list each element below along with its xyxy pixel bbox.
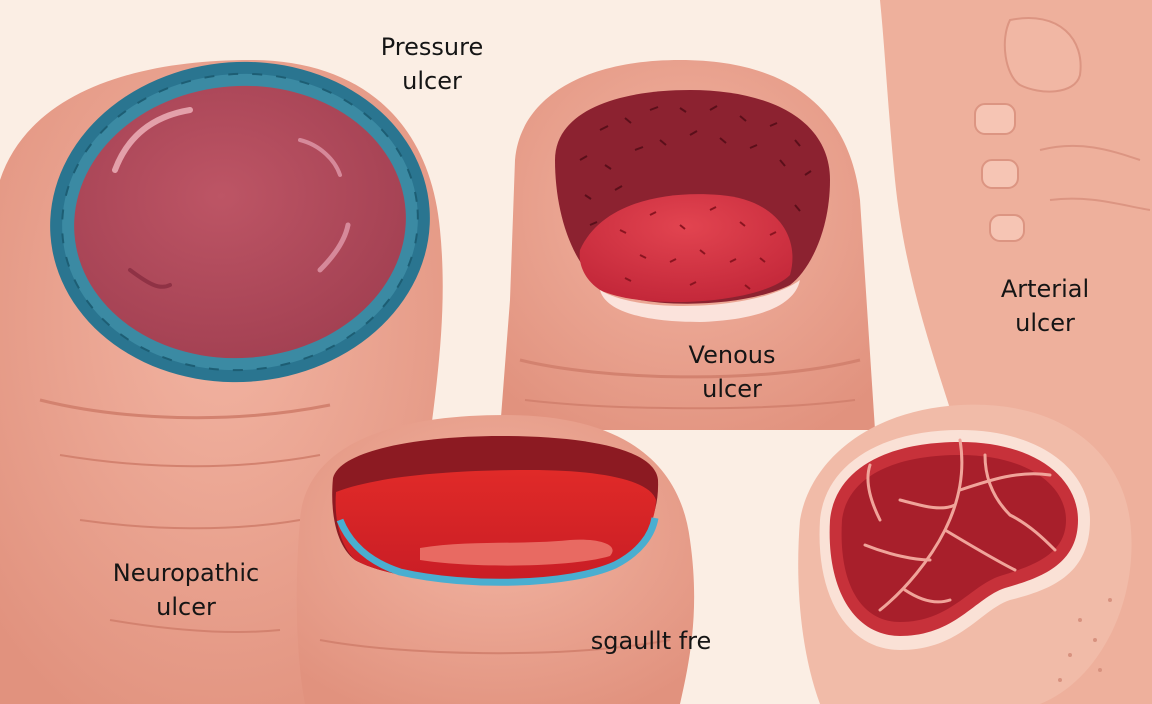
pressure-ulcer-label: Pressure ulcer bbox=[352, 30, 512, 98]
neuropathic-ulcer-label-line1: Neuropathic bbox=[112, 559, 260, 587]
toenail-1 bbox=[974, 103, 1016, 135]
arterial-ulcer-label: Arterial ulcer bbox=[965, 272, 1125, 340]
venous-ulcer-label-line2: ulcer bbox=[702, 375, 762, 403]
venous-base-texture bbox=[619, 206, 777, 290]
venous-ulcer-label: Venous ulcer bbox=[652, 338, 812, 406]
toenail-2 bbox=[981, 159, 1019, 189]
garbled-label-text: sgaullt fre bbox=[590, 627, 712, 655]
venous-ulcer-label-line1: Venous bbox=[688, 341, 776, 369]
toenail-3 bbox=[989, 214, 1025, 242]
venous-texture bbox=[579, 105, 812, 226]
arterial-veins bbox=[863, 438, 1057, 612]
garbled-label: sgaullt fre bbox=[566, 624, 736, 658]
arterial-ulcer-label-line1: Arterial bbox=[1000, 275, 1090, 303]
big-toe bbox=[1003, 17, 1082, 93]
pressure-ulcer-label-line1: Pressure bbox=[380, 33, 484, 61]
neuropathic-ulcer bbox=[332, 436, 659, 586]
venous-ulcer bbox=[555, 90, 830, 322]
pressure-ulcer bbox=[50, 61, 430, 383]
arterial-ulcer bbox=[819, 430, 1090, 650]
arterial-ulcer-label-line2: ulcer bbox=[1015, 309, 1075, 337]
neuropathic-ulcer-label: Neuropathic ulcer bbox=[96, 556, 276, 624]
pressure-ulcer-label-line2: ulcer bbox=[402, 67, 462, 95]
neuropathic-ulcer-label-line2: ulcer bbox=[156, 593, 216, 621]
